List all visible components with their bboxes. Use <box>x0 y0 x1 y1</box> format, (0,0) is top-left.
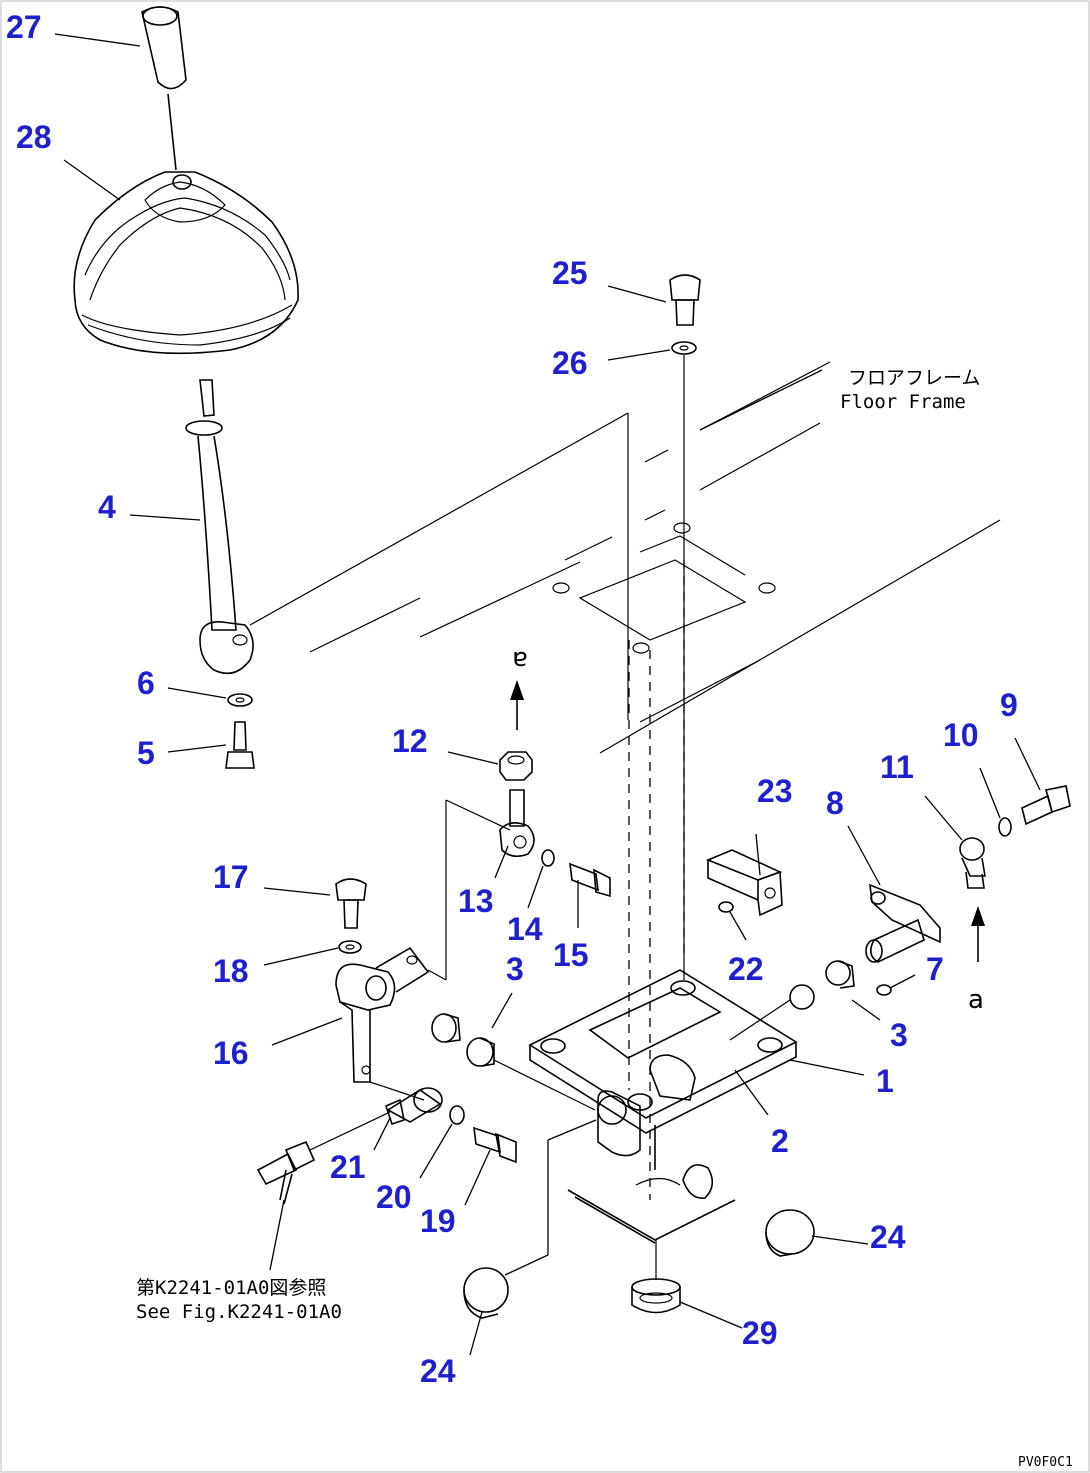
callout-29: 29 <box>742 1315 778 1351</box>
see-figure-note-jp: 第K2241-01A0図参照 <box>136 1277 326 1299</box>
grommet-29 <box>631 1240 681 1314</box>
arrow-a-lower: a <box>968 906 985 1015</box>
callout-16: 16 <box>213 1035 249 1071</box>
nut-12 <box>499 751 533 781</box>
pin-8 <box>865 883 941 963</box>
floor-frame-outline <box>249 361 1001 754</box>
callout-numbers: 27 28 25 26 4 6 5 12 13 14 15 23 22 8 11… <box>6 9 1018 1389</box>
callout-24-left: 24 <box>420 1353 456 1389</box>
arrow-a-lower-label: a <box>968 985 984 1015</box>
spacer-3-right <box>729 960 855 1041</box>
bolt-15 <box>569 862 611 898</box>
callout-24-right: 24 <box>870 1219 906 1255</box>
callout-18: 18 <box>213 953 249 989</box>
switch-bracket-23 <box>705 849 783 917</box>
callout-5: 5 <box>137 735 155 771</box>
arrow-a-upper: a <box>510 645 528 730</box>
washer-18 <box>338 940 362 954</box>
lever-16 <box>335 799 511 1083</box>
callout-10: 10 <box>943 717 979 753</box>
callout-13: 13 <box>458 883 494 919</box>
link-11 <box>959 837 986 889</box>
callout-7: 7 <box>926 951 944 987</box>
spacer-3-left <box>431 1013 596 1111</box>
callout-17: 17 <box>213 859 249 895</box>
bolt-19 <box>473 1126 517 1164</box>
cap-24-right <box>682 1164 815 1257</box>
pin-7 <box>876 984 892 996</box>
bolt-9 <box>1021 785 1071 826</box>
bolt-25 <box>669 274 701 326</box>
callout-11: 11 <box>880 749 914 785</box>
callout-3-right: 3 <box>890 1017 908 1053</box>
see-figure-note: 第K2241-01A0図参照 See Fig.K2241-01A0 <box>136 1277 342 1323</box>
callout-23: 23 <box>757 773 793 809</box>
callout-22: 22 <box>728 951 764 987</box>
lever-boot <box>73 171 299 355</box>
washer-10 <box>998 817 1012 837</box>
callout-9: 9 <box>1000 687 1018 723</box>
callout-19: 19 <box>420 1203 456 1239</box>
callout-1: 1 <box>876 1063 894 1099</box>
stud-13 <box>499 789 535 858</box>
callout-4: 4 <box>98 489 116 525</box>
callout-20: 20 <box>376 1179 412 1215</box>
plug-22 <box>718 901 734 913</box>
callout-12: 12 <box>392 723 428 759</box>
see-figure-note-en: See Fig.K2241-01A0 <box>136 1301 342 1323</box>
floor-frame-note-jp: フロアフレーム <box>848 367 980 389</box>
floor-frame-note-en: Floor Frame <box>840 391 966 413</box>
cable-end <box>256 1111 391 1205</box>
washer-6 <box>227 693 253 707</box>
cap-24-left <box>463 1267 509 1319</box>
control-lever <box>185 379 254 675</box>
callout-8: 8 <box>826 785 844 821</box>
callout-15: 15 <box>553 937 589 973</box>
callout-21: 21 <box>330 1149 366 1185</box>
callout-25: 25 <box>552 255 588 291</box>
callout-28: 28 <box>16 119 52 155</box>
leader-lines <box>54 33 1041 1356</box>
callout-3-left: 3 <box>506 951 524 987</box>
callout-26: 26 <box>552 345 588 381</box>
drawing-code: PV0F0C1 <box>1018 1455 1073 1470</box>
lever-knob <box>141 6 187 171</box>
washer-20 <box>449 1105 465 1125</box>
lower-plate <box>567 1177 736 1244</box>
callout-14: 14 <box>507 911 543 947</box>
floor-frame-note: フロアフレーム Floor Frame <box>840 367 980 413</box>
washer-14 <box>541 849 555 867</box>
washer-26 <box>671 341 697 980</box>
bracket-1 <box>528 969 798 1170</box>
callout-6: 6 <box>137 665 155 701</box>
callout-27: 27 <box>6 9 42 45</box>
callout-2: 2 <box>771 1123 789 1159</box>
bolt-17 <box>335 878 367 929</box>
bolt-5 <box>225 721 255 769</box>
arrow-a-upper-label: a <box>512 645 528 675</box>
